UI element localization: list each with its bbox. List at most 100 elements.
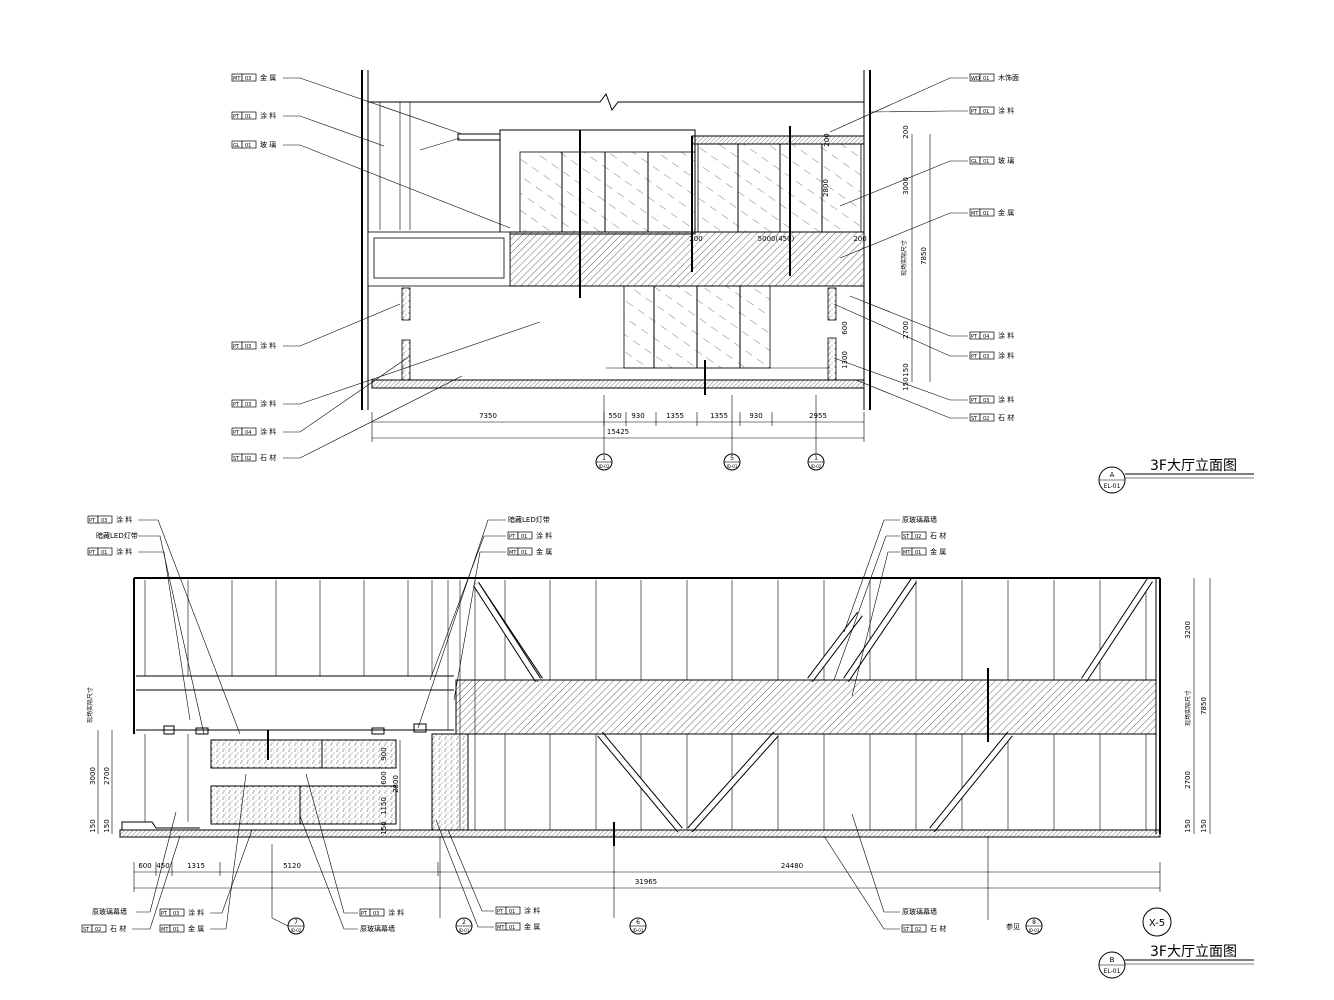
- svg-text:木饰面: 木饰面: [998, 73, 1019, 82]
- svg-text:PT: PT: [509, 534, 516, 540]
- stone-column-b: [431, 733, 469, 831]
- svg-text:金 属: 金 属: [998, 208, 1014, 217]
- svg-text:GL: GL: [971, 159, 978, 165]
- svg-text:WD: WD: [971, 76, 980, 82]
- svg-text:JD-01: JD-01: [458, 928, 470, 933]
- svg-text:01: 01: [983, 76, 989, 82]
- dim-a-inner-600: 600: [841, 321, 849, 334]
- svg-text:01: 01: [915, 550, 921, 556]
- floor-stone-a: [371, 379, 865, 389]
- dim-a-inner-200-left: 200: [689, 235, 702, 243]
- dim-b-right-2700: 2700: [1184, 771, 1192, 789]
- svg-text:JD-01: JD-01: [1028, 928, 1040, 933]
- dim-b-inner-150: 150: [380, 821, 388, 834]
- svg-text:涂 料: 涂 料: [260, 341, 276, 350]
- dim-a-right-2700: 2700: [902, 321, 910, 339]
- svg-text:石 材: 石 材: [998, 413, 1014, 422]
- dim-a-inner-1300: 1300: [841, 351, 849, 369]
- callout-b-curtain-left: 原玻璃幕墙: [92, 811, 177, 916]
- svg-text:ST: ST: [903, 927, 910, 933]
- svg-text:原玻璃幕墙: 原玻璃幕墙: [92, 907, 127, 916]
- dim-a-930-left: 930: [631, 412, 644, 420]
- svg-text:JD-02: JD-02: [598, 464, 610, 469]
- svg-text:MT: MT: [903, 550, 911, 556]
- svg-text:涂 料: 涂 料: [116, 547, 132, 556]
- callout-a-left-2: PT 01 涂 料: [231, 111, 385, 147]
- svg-text:ST: ST: [83, 927, 90, 933]
- svg-text:玻 璃: 玻 璃: [260, 140, 276, 149]
- section-mark-a-1: 1 JD-02: [595, 395, 613, 471]
- stone-block-upper: [210, 739, 397, 769]
- svg-text:涂 料: 涂 料: [260, 427, 276, 436]
- svg-text:01: 01: [173, 927, 179, 933]
- svg-text:参见: 参见: [1006, 922, 1020, 931]
- svg-text:02: 02: [983, 416, 989, 422]
- dim-a-total: 15425: [607, 428, 629, 436]
- title-block-a: A EL-01 3F大厅立面图: [1098, 458, 1254, 494]
- svg-text:03: 03: [173, 911, 179, 917]
- svg-text:原玻璃幕墙: 原玻璃幕墙: [360, 924, 395, 933]
- svg-text:2: 2: [462, 919, 466, 926]
- svg-text:7: 7: [294, 919, 298, 926]
- svg-text:涂 料: 涂 料: [998, 106, 1014, 115]
- svg-text:PT: PT: [971, 109, 978, 115]
- svg-text:原玻璃幕墙: 原玻璃幕墙: [902, 907, 937, 916]
- svg-text:石 材: 石 材: [260, 453, 276, 462]
- dim-a-right-7850: 7850: [920, 247, 928, 265]
- svg-text:PT: PT: [233, 402, 240, 408]
- svg-text:涂 料: 涂 料: [260, 111, 276, 120]
- svg-text:JD-01: JD-01: [632, 928, 644, 933]
- svg-text:EL-01: EL-01: [1104, 483, 1121, 490]
- svg-text:PT: PT: [233, 344, 240, 350]
- section-mark-a-1b: 1 JD-02: [807, 395, 825, 471]
- stone-block-lower: [210, 785, 397, 825]
- dim-b-600: 600: [138, 862, 151, 870]
- callout-b-see: 参见: [987, 836, 1020, 931]
- svg-text:01: 01: [521, 550, 527, 556]
- svg-text:涂 料: 涂 料: [260, 399, 276, 408]
- dim-a-inner-5000: 5000(450): [758, 235, 795, 243]
- svg-text:涂 料: 涂 料: [998, 331, 1014, 340]
- svg-text:02: 02: [915, 534, 921, 540]
- svg-text:PT: PT: [497, 909, 504, 915]
- svg-text:03: 03: [245, 76, 251, 82]
- svg-text:涂 料: 涂 料: [536, 531, 552, 540]
- callout-b-top-mid-2: PT 01 涂 料: [429, 531, 552, 681]
- metal-band-b: [455, 679, 1157, 735]
- pendant-lamp: [457, 133, 501, 141]
- svg-text:6: 6: [636, 919, 640, 926]
- dim-b-inner-1150: 1150: [380, 797, 388, 815]
- svg-text:原玻璃幕墙: 原玻璃幕墙: [902, 515, 937, 524]
- svg-text:石 材: 石 材: [930, 924, 946, 933]
- dim-a-right-3000: 3000: [902, 177, 910, 195]
- svg-text:玻 璃: 玻 璃: [998, 156, 1014, 165]
- brace-set: [473, 578, 1153, 833]
- dim-a-inner-2800: 2800: [822, 179, 830, 197]
- dim-a-1355-right: 1355: [710, 412, 728, 420]
- svg-text:03: 03: [101, 518, 107, 524]
- svg-text:PT: PT: [233, 114, 240, 120]
- svg-text:03: 03: [373, 911, 379, 917]
- svg-text:01: 01: [983, 159, 989, 165]
- svg-text:JD-01: JD-01: [726, 464, 738, 469]
- svg-text:01: 01: [509, 925, 515, 931]
- callout-a-right-3: GL 01 玻 璃: [839, 156, 1014, 207]
- svg-text:MT: MT: [497, 925, 505, 931]
- svg-text:01: 01: [521, 534, 527, 540]
- glass-panel-upper-left: [519, 151, 696, 233]
- dim-b-450: 450: [156, 862, 169, 870]
- svg-text:01: 01: [245, 143, 251, 149]
- svg-text:PT: PT: [361, 911, 368, 917]
- svg-text:02: 02: [245, 456, 251, 462]
